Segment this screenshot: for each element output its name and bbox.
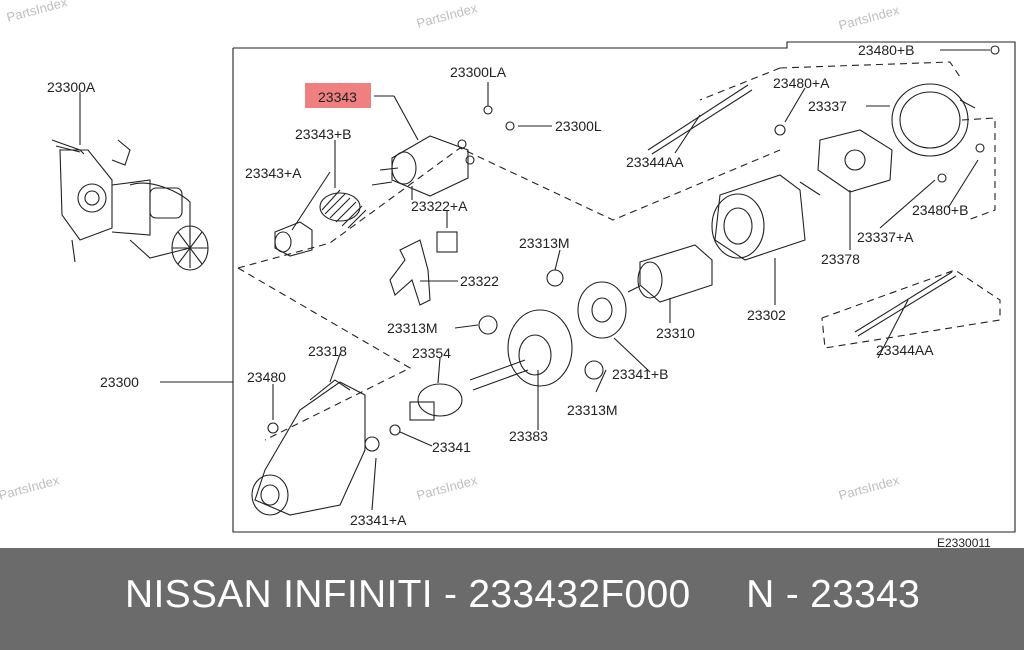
starter-assembly-thumbnail — [51, 139, 209, 271]
part-label: 23343 — [318, 89, 357, 105]
part-label: 23300 — [100, 374, 139, 390]
part-label: 23337+A — [857, 229, 914, 245]
front-housing — [251, 379, 366, 516]
part-label: 23302 — [747, 307, 786, 323]
internal-gear — [577, 281, 627, 339]
part-label: 23318 — [308, 343, 347, 359]
part-label: 23341 — [432, 439, 471, 455]
through-bolts — [647, 84, 957, 337]
watermark: PartsIndex — [415, 0, 479, 31]
part-label: 23322+A — [411, 198, 468, 214]
drive-lever — [389, 231, 458, 306]
part-label: 23344AA — [626, 154, 684, 170]
part-label: 23383 — [509, 428, 548, 444]
watermark: PartsIndex — [837, 2, 901, 33]
part-labels: 23343 23300A 23300 23300LA 23300L 23343+… — [47, 42, 991, 550]
planetary-gears — [478, 269, 604, 380]
plunger-spring — [274, 189, 367, 257]
part-label: 23337 — [808, 98, 847, 114]
armature — [627, 244, 713, 303]
part-label: 23313M — [519, 235, 570, 251]
watermark: PartsIndex — [0, 472, 61, 503]
part-label: 23300LA — [450, 64, 507, 80]
part-label: 23313M — [567, 402, 618, 418]
part-label: 23322 — [460, 273, 499, 289]
part-label: 23480 — [247, 369, 286, 385]
pinion-assembly — [364, 383, 463, 452]
yoke — [711, 174, 821, 261]
diagram-code: E2330011 — [937, 536, 991, 548]
part-label: 23341+B — [612, 366, 668, 382]
mount-bolt — [55, 145, 81, 153]
part-label: 23300A — [47, 79, 96, 95]
diagram-frame — [232, 41, 1016, 533]
watermark: PartsIndex — [5, 0, 69, 25]
dashed-guides — [237, 61, 1001, 441]
solenoid-switch — [371, 135, 475, 200]
parts-diagram: PartsIndex PartsIndex PartsIndex PartsIn… — [0, 0, 1016, 550]
part-label: 23378 — [821, 251, 860, 267]
part-label: 23480+B — [912, 202, 968, 218]
exploded-view-svg: PartsIndex PartsIndex PartsIndex PartsIn… — [0, 0, 1016, 550]
part-label: 23344AA — [876, 342, 934, 358]
part-label: 23354 — [412, 345, 451, 361]
part-label: 23300L — [555, 118, 602, 134]
part-label: 23480+A — [773, 75, 830, 91]
brush-holder — [817, 129, 893, 193]
part-label: 23480+B — [858, 42, 914, 58]
part-label: 23343+B — [295, 126, 351, 142]
planetary-shaft — [469, 309, 573, 391]
highlight-box — [305, 83, 371, 108]
leader-lines — [79, 49, 990, 511]
rear-cover — [891, 83, 976, 157]
part-label: 23343+A — [245, 165, 302, 181]
part-label: 23313M — [387, 320, 438, 336]
part-label: 23341+A — [350, 512, 407, 528]
part-label: 23310 — [656, 325, 695, 341]
part-number-title: NISSAN INFINITI - 233432F000 N - 23343 — [125, 573, 921, 616]
small-nuts — [267, 45, 1000, 434]
watermark: PartsIndex — [837, 472, 901, 503]
footer-bar: NISSAN INFINITI - 233432F000 N - 23343 — [0, 548, 1024, 650]
watermark: PartsIndex — [415, 472, 479, 503]
